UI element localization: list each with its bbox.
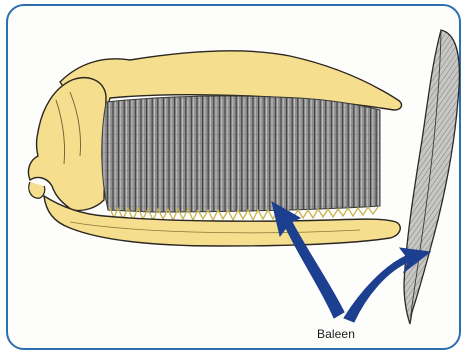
baleen-plate-illustration (404, 30, 459, 324)
baleen-plate (404, 30, 459, 324)
baleen-rack-illustration (102, 96, 380, 220)
baleen-label: Baleen (317, 327, 355, 341)
skull-jaw-hinge (29, 182, 45, 198)
baleen-rack-bands (102, 96, 380, 212)
